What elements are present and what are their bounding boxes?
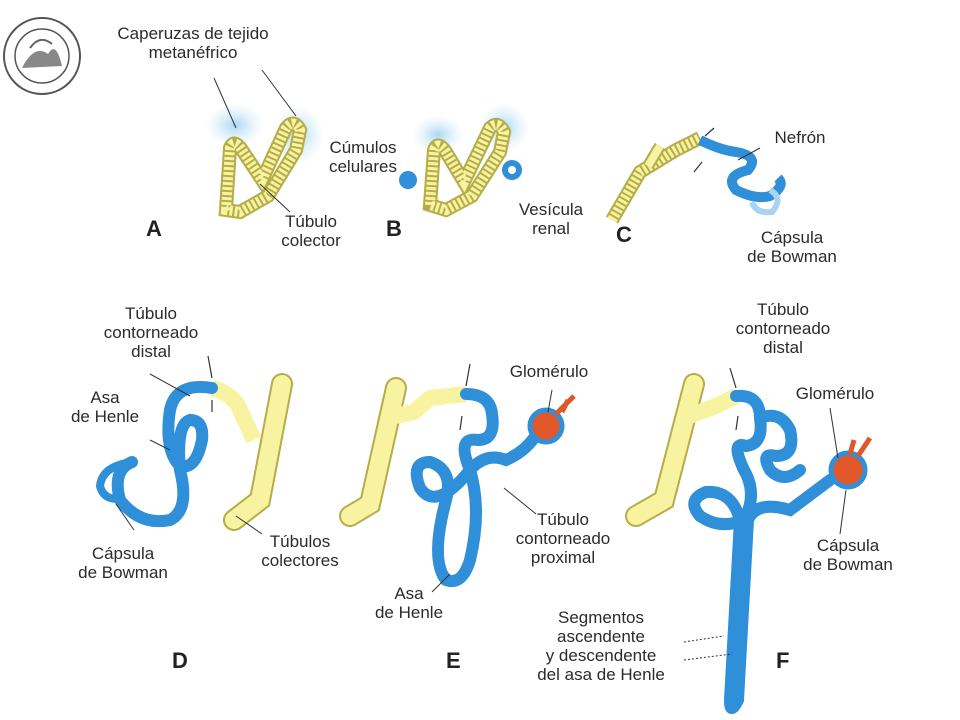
- label-capsula-c-line1: Cápsula: [760, 228, 824, 247]
- label-glomerulo-e: Glomérulo: [494, 362, 604, 381]
- label-segmentos-line1: Segmentos: [558, 608, 644, 627]
- panel-e-artwork: [339, 363, 576, 593]
- label-capsula-f-line2: de Bowman: [803, 555, 893, 574]
- label-tcd-d: Túbulo contorneado distal: [96, 304, 206, 361]
- label-asa-e: Asa de Henle: [364, 584, 454, 622]
- label-asa-d-line1: Asa: [90, 388, 120, 407]
- label-cumulos-line1: Cúmulos: [329, 138, 397, 157]
- label-capsula-f-line1: Cápsula: [816, 536, 880, 555]
- university-seal-logo: [3, 17, 81, 95]
- label-capsula-c: Cápsula de Bowman: [736, 228, 848, 266]
- label-capsula-d-line2: de Bowman: [78, 563, 168, 582]
- label-tcp-e-line1: Túbulo: [537, 510, 589, 529]
- label-asa-d-line2: de Henle: [70, 407, 140, 426]
- label-vesicula-line2: renal: [532, 219, 570, 238]
- panel-letter-c: C: [616, 222, 632, 247]
- label-glomerulo-f: Glomérulo: [780, 384, 890, 403]
- label-tubulo-colector: Túbulo colector: [266, 212, 356, 250]
- label-tcd-d-line1: Túbulo: [125, 304, 177, 323]
- label-tubulo-colector-line2: colector: [281, 231, 341, 250]
- panel-letter-a: A: [146, 216, 162, 241]
- label-glomerulo-f-text: Glomérulo: [795, 384, 875, 403]
- label-tcd-f-line3: distal: [763, 338, 803, 357]
- label-tcd-f-line1: Túbulo: [757, 300, 809, 319]
- label-nefron-text: Nefrón: [774, 128, 826, 147]
- label-asa-e-line2: de Henle: [374, 603, 444, 622]
- label-tubulos-colectores-line1: Túbulos: [269, 532, 331, 551]
- label-asa-e-line1: Asa: [394, 584, 424, 603]
- label-tcp-e-line2: contorneado: [515, 529, 611, 548]
- label-tubulos-colectores-line2: colectores: [261, 551, 339, 570]
- label-tcd-f-line2: contorneado: [735, 319, 831, 338]
- label-vesicula-line1: Vesícula: [518, 200, 584, 219]
- label-tcd-f: Túbulo contorneado distal: [728, 300, 838, 357]
- label-capsula-c-line2: de Bowman: [747, 247, 837, 266]
- label-caperuzas-line2: metanéfrico: [148, 43, 238, 62]
- panel-letter-f: F: [776, 648, 790, 673]
- label-capsula-d: Cápsula de Bowman: [70, 544, 176, 582]
- panel-c-artwork: [605, 127, 786, 224]
- label-segmentos-line2: ascendente: [557, 627, 645, 646]
- label-tcd-d-line2: contorneado: [103, 323, 199, 342]
- label-nefron: Nefrón: [760, 128, 840, 147]
- label-tubulo-colector-line1: Túbulo: [285, 212, 337, 231]
- label-asa-d: Asa de Henle: [60, 388, 150, 426]
- label-tubulos-colectores: Túbulos colectores: [250, 532, 350, 570]
- label-capsula-f: Cápsula de Bowman: [790, 536, 906, 574]
- panel-f-artwork: [625, 367, 873, 714]
- panel-a-artwork: [205, 69, 324, 220]
- label-segmentos-line4: del asa de Henle: [537, 665, 665, 684]
- label-segmentos-line3: y descendente: [545, 646, 657, 665]
- label-caperuzas: Caperuzas de tejido metanéfrico: [98, 24, 288, 62]
- label-segmentos: Segmentos ascendente y descendente del a…: [518, 608, 684, 684]
- label-glomerulo-e-text: Glomérulo: [509, 362, 589, 381]
- label-cumulos: Cúmulos celulares: [318, 138, 408, 176]
- label-caperuzas-line1: Caperuzas de tejido: [117, 24, 269, 43]
- label-tcp-e: Túbulo contorneado proximal: [508, 510, 618, 567]
- panel-b-artwork: [399, 102, 530, 218]
- panel-letter-e: E: [446, 648, 461, 673]
- label-cumulos-line2: celulares: [328, 157, 398, 176]
- label-tcd-d-line3: distal: [131, 342, 171, 361]
- label-vesicula: Vesícula renal: [506, 200, 596, 238]
- panel-letter-b: B: [386, 216, 402, 241]
- panel-d-artwork: [95, 355, 293, 535]
- label-capsula-d-line1: Cápsula: [91, 544, 155, 563]
- panel-letter-d: D: [172, 648, 188, 673]
- label-tcp-e-line3: proximal: [530, 548, 596, 567]
